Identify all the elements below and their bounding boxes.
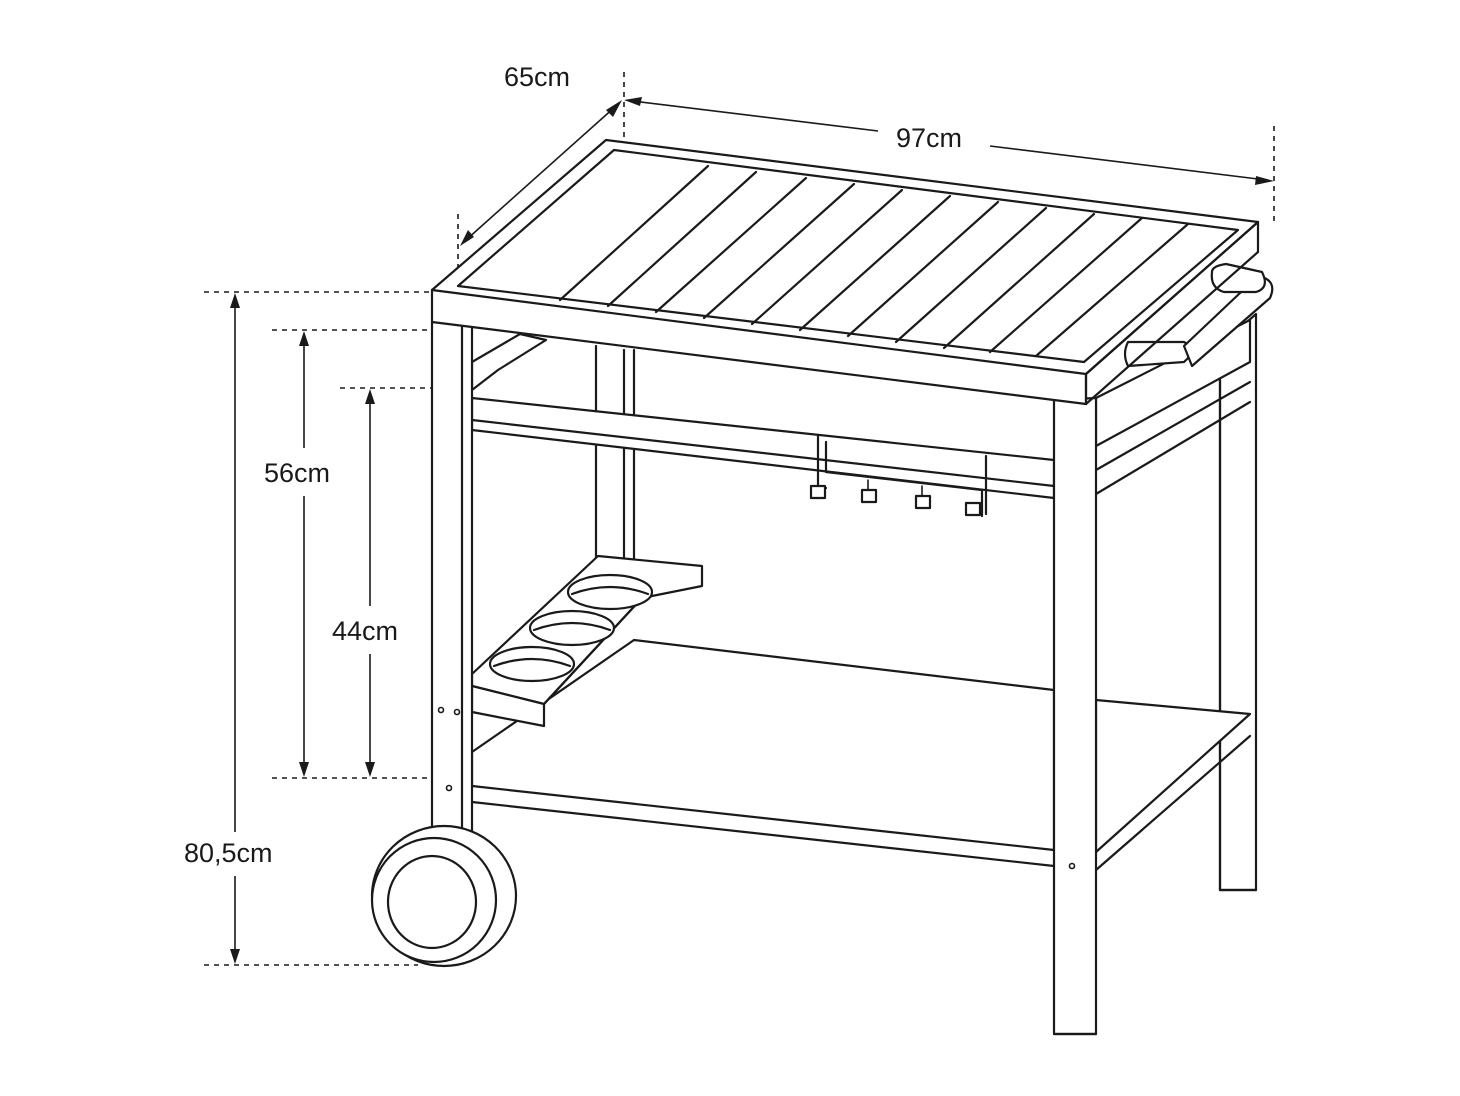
front-left-leg: [430, 320, 474, 844]
back-left-leg: [594, 344, 636, 562]
back-right-leg: [1218, 312, 1258, 892]
back-rail: [470, 396, 1056, 500]
depth-label: 65cm: [504, 62, 570, 92]
bottom-shelf: [470, 638, 1252, 872]
bottle-holder: [470, 554, 704, 728]
shelf-height-top-label: 56cm: [264, 458, 330, 488]
width-label: 97cm: [896, 123, 962, 153]
cart-illustration: [370, 138, 1274, 1036]
table-top: [430, 138, 1260, 406]
inner-left-rail: [470, 332, 548, 392]
shelf-height-lower-label: 44cm: [332, 616, 398, 646]
cart-handle: [1123, 262, 1274, 368]
front-right-leg: [1052, 396, 1098, 1036]
total-height-label: 80,5cm: [184, 838, 273, 868]
tool-hooks: [809, 434, 988, 518]
wheel: [370, 824, 518, 968]
